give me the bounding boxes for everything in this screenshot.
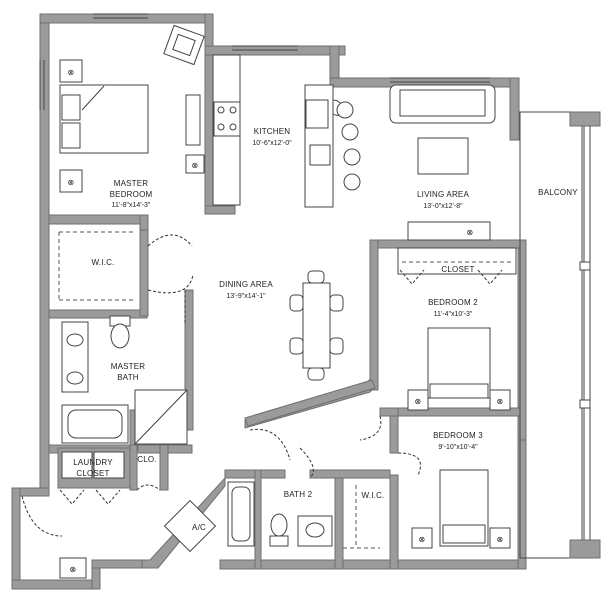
living-area-dims: 13'-0"x12'-8": [423, 203, 463, 210]
bedroom2-dims: 11'-4"x10'-3": [434, 311, 473, 318]
bath2-label: BATH 2: [284, 490, 313, 499]
kitchen-fixtures: [212, 54, 361, 208]
laundry-label: LAUNDRY: [73, 458, 113, 467]
master-bedroom-label: MASTER: [114, 179, 149, 188]
kitchen-label: KITCHEN: [254, 127, 291, 136]
svg-text:⊗: ⊗: [497, 535, 504, 544]
wic-master-label: W.I.C.: [92, 258, 115, 267]
doors: [21, 234, 503, 537]
master-bath-label-2: BATH: [117, 373, 139, 382]
master-bath-fixtures: [58, 231, 188, 445]
living-furniture: ⊗: [389, 84, 496, 241]
dining-area-label: DINING AREA: [219, 280, 273, 289]
clo-label: CLO.: [137, 455, 156, 464]
wic-b3-label: W.I.C.: [362, 491, 385, 500]
dining-set: [289, 270, 344, 381]
laundry-label-2: CLOSET: [76, 469, 109, 478]
closet-label: CLOSET: [441, 265, 474, 274]
master-bedroom-dims: 11'-8"x14'-3": [112, 202, 151, 209]
room-labels: MASTER BEDROOM 11'-8"x14'-3" KITCHEN 10'…: [73, 127, 578, 532]
kitchen-dims: 10'-6"x12'-0": [252, 140, 292, 147]
bedroom2-furniture: ⊗ ⊗: [397, 247, 517, 411]
svg-text:⊗: ⊗: [68, 68, 75, 77]
ac-label: A/C: [192, 523, 206, 532]
master-bedroom-furniture: ⊗ ⊗ ⊗: [59, 24, 205, 193]
svg-text:⊗: ⊗: [467, 228, 474, 237]
master-bath-label: MASTER: [111, 362, 146, 371]
svg-text:⊗: ⊗: [415, 397, 422, 406]
svg-text:⊗: ⊗: [419, 535, 426, 544]
windows: [39, 13, 601, 559]
svg-text:⊗: ⊗: [192, 161, 199, 170]
bedroom3-furniture: ⊗ ⊗: [343, 469, 511, 549]
living-area-label: LIVING AREA: [417, 190, 469, 199]
dining-area-dims: 13'-9"x14'-1": [226, 293, 266, 300]
balcony-label: BALCONY: [538, 188, 578, 197]
bedroom3-label: BEDROOM 3: [433, 431, 483, 440]
laundry-fixtures: [61, 451, 125, 479]
svg-text:⊗: ⊗: [70, 565, 77, 574]
svg-text:⊗: ⊗: [68, 178, 75, 187]
svg-text:⊗: ⊗: [497, 397, 504, 406]
outlets: ⊗: [59, 557, 87, 579]
bath2-fixtures: [163, 481, 333, 553]
master-bedroom-label-2: BEDROOM: [110, 190, 153, 199]
bedroom2-label: BEDROOM 2: [428, 298, 478, 307]
bedroom3-dims: 9'-10"x10'-4": [438, 444, 478, 451]
